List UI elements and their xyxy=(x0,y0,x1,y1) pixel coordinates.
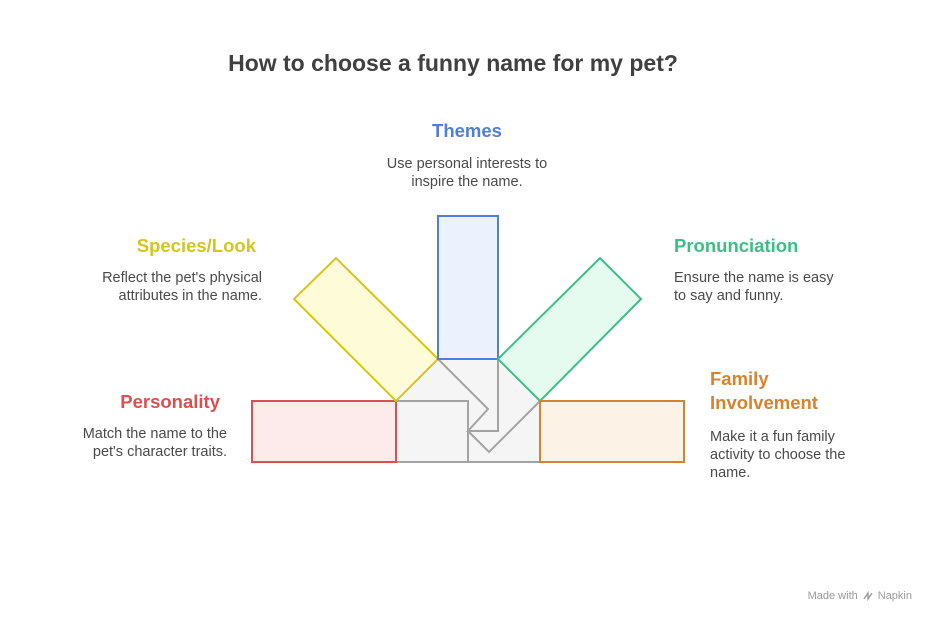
family-description: Make it a fun family activity to choose … xyxy=(710,429,846,481)
family-bar xyxy=(539,400,685,463)
themes-heading: Themes xyxy=(432,120,502,141)
pronunciation-bar xyxy=(496,256,643,403)
personality-bar xyxy=(251,400,397,463)
personality-heading: Personality xyxy=(120,391,220,412)
footer-brand: Napkin xyxy=(877,590,912,602)
napkin-footer[interactable]: Made with Napkin xyxy=(808,590,912,602)
pronunciation-description: Ensure the name is easy to say and funny… xyxy=(674,270,834,304)
pronunciation-heading: Pronunciation xyxy=(674,235,799,256)
themes-bar xyxy=(437,215,499,360)
species-bar xyxy=(292,256,440,403)
species-description: Reflect the pet's physical attributes in… xyxy=(102,270,262,304)
page-title: How to choose a funny name for my pet? xyxy=(228,50,678,76)
themes-description: Use personal interests to inspire the na… xyxy=(386,156,548,190)
footer-text: Made with xyxy=(807,590,858,602)
species-heading: Species/Look xyxy=(136,235,256,256)
personality-description: Match the name to the pet's character tr… xyxy=(82,426,227,460)
family-heading: Family Involvement xyxy=(710,368,818,413)
napkin-logo-icon xyxy=(863,590,873,602)
